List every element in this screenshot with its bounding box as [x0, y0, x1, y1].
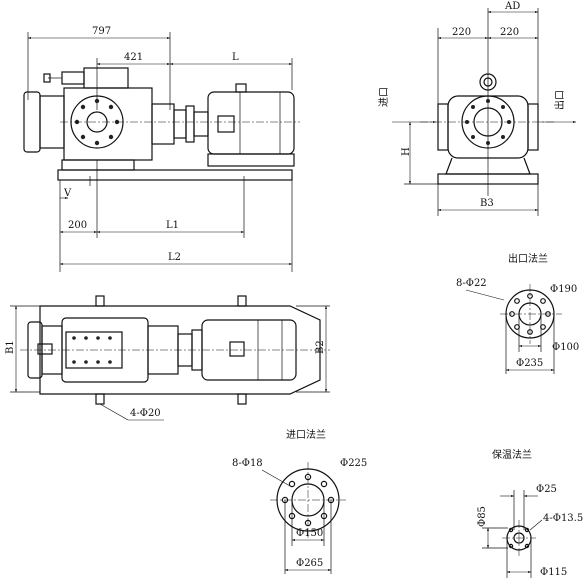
outlet-bore-dia-label: Φ100	[552, 342, 579, 353]
outlet-holes-label: 8-Φ22	[456, 278, 487, 289]
bolt-holes-label: 4-Φ20	[130, 408, 161, 419]
inlet-outer-dia-label: Φ225	[340, 458, 367, 469]
outlet-flange-title: 出口法兰	[508, 252, 548, 265]
inlet-label: 进口	[378, 87, 390, 107]
side-view: AD 220 220 进口 出口 H	[378, 1, 577, 216]
dim-L2-label: L2	[168, 252, 181, 263]
dim-220-right-label: 220	[500, 27, 519, 38]
outlet-flange: 出口法兰 8-Φ22 Φ190 Φ100 Φ235	[456, 252, 579, 374]
dim-220-left-label: 220	[452, 27, 471, 38]
heating-dia-25-label: Φ25	[536, 484, 557, 495]
dim-L1-label: L1	[166, 220, 179, 231]
front-view: 797 421 L	[23, 26, 300, 272]
heating-flange-title: 保温法兰	[492, 448, 532, 461]
dim-L-label: L	[232, 52, 239, 63]
outlet-label: 出口	[553, 90, 566, 110]
dim-B1-label: B1	[5, 340, 16, 354]
inlet-holes-label: 8-Φ18	[232, 458, 263, 469]
outlet-outer-dia-label: Φ190	[550, 284, 577, 295]
heating-dia-85-label: Φ85	[477, 506, 488, 527]
dim-V-label: V	[63, 188, 72, 199]
dim-B2-label: B2	[315, 340, 326, 354]
heating-flange: 保温法兰 Φ25 Φ85 4-Φ13.5 Φ115	[477, 448, 583, 578]
dim-421-label: 421	[124, 52, 143, 63]
dim-B3-label: B3	[480, 198, 494, 209]
dim-H-label: H	[401, 147, 412, 156]
dim-797-label: 797	[92, 26, 111, 37]
inlet-flange-title: 进口法兰	[286, 428, 326, 441]
dim-AD-label: AD	[504, 1, 520, 12]
dim-200-label: 200	[68, 220, 87, 231]
outlet-pcd-label: Φ235	[516, 358, 543, 369]
heating-dia-115-label: Φ115	[540, 567, 567, 578]
inlet-pcd-label: Φ265	[296, 558, 323, 569]
inlet-flange: 进口法兰 8-Φ18 Φ225 Φ150 Φ265	[232, 428, 367, 574]
top-view: B1 B2	[5, 295, 330, 421]
heating-holes-label: 4-Φ13.5	[543, 513, 583, 524]
inlet-bore-dia-label: Φ150	[296, 528, 323, 539]
